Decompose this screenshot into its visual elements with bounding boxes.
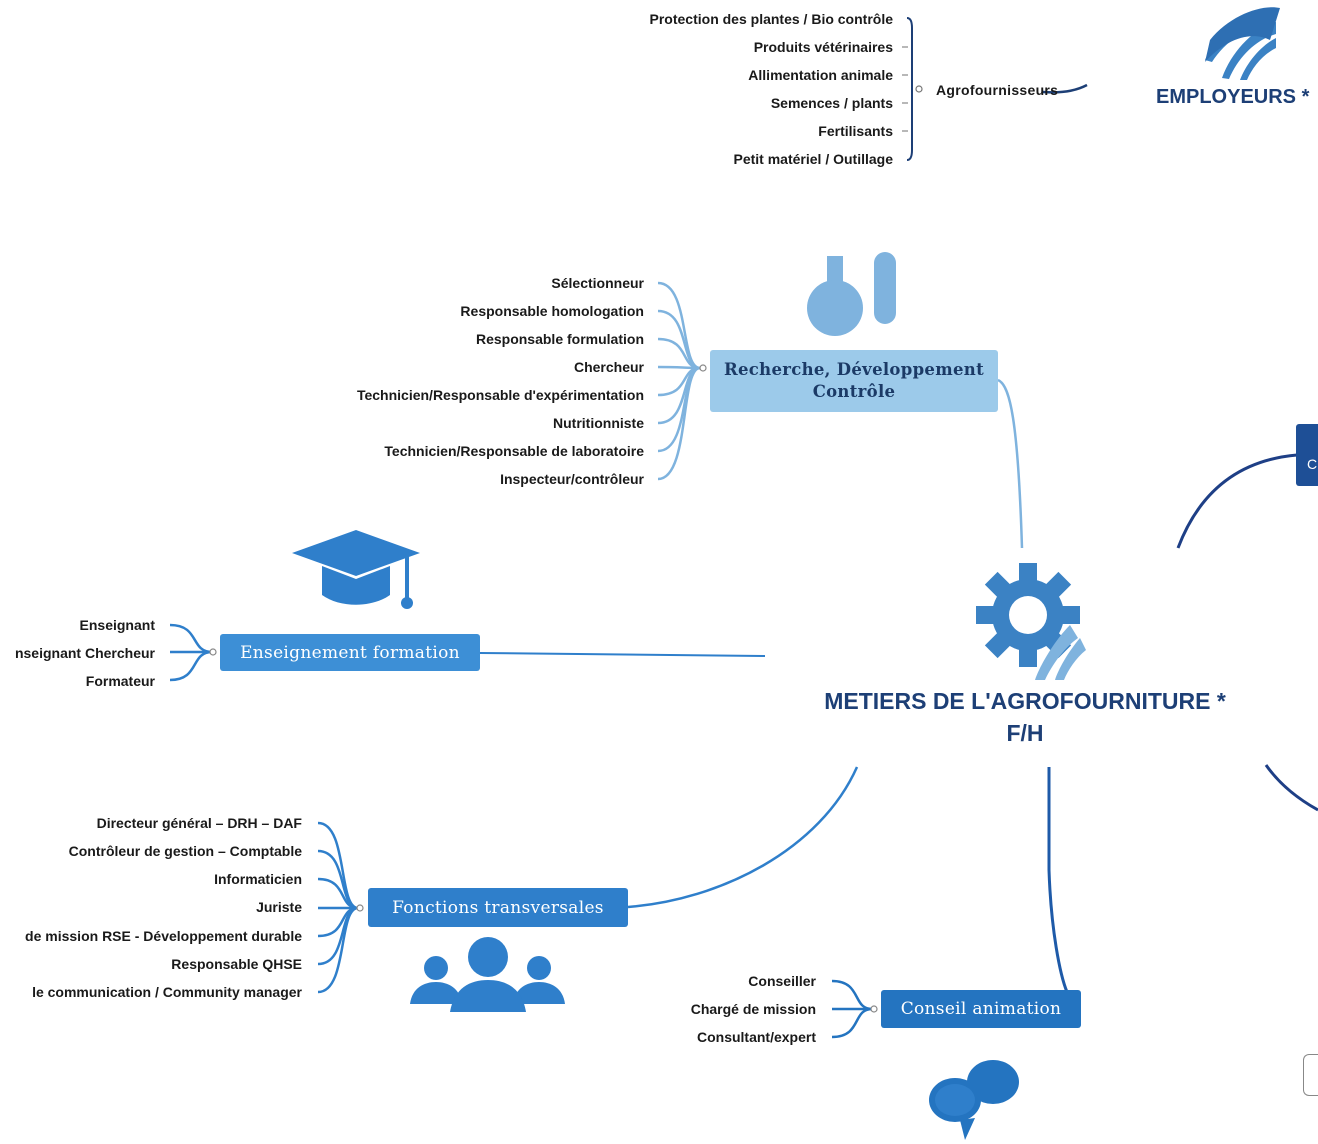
right-connectors (1176, 453, 1318, 812)
scroll-handle[interactable] (1303, 1054, 1318, 1096)
fonctions-item: de mission RSE - Développement durable (25, 928, 302, 944)
fonctions-connectors (317, 766, 859, 994)
fonctions-item: Informaticien (214, 871, 302, 887)
enseignement-item: nseignant Chercheur (14, 645, 155, 661)
central-title: METIERS DE L'AGROFOURNITURE * F/H (790, 685, 1260, 749)
recherche-item: Technicien/Responsable de laboratoire (384, 443, 644, 459)
recherche-item: Technicien/Responsable d'expérimentation (356, 387, 644, 403)
central-title-line1: METIERS DE L'AGROFOURNITURE * (824, 688, 1226, 714)
conseil-connectors (831, 767, 1069, 1039)
fonctions-item: Directeur général – DRH – DAF (96, 815, 302, 831)
enseignement-connectors (169, 623, 766, 682)
logo-icon (1205, 7, 1280, 80)
conseil-node[interactable]: Conseil animation (881, 990, 1081, 1028)
recherche-node[interactable]: Recherche, Développement Contrôle (710, 350, 998, 412)
team-icon (410, 937, 565, 1012)
agro-item: Petit matériel / Outillage (733, 151, 894, 167)
fonctions-item: Juriste (256, 899, 302, 915)
fonctions-item: le communication / Community manager (32, 984, 302, 1000)
recherche-item: Inspecteur/contrôleur (500, 471, 644, 487)
graduation-cap-icon (292, 530, 420, 609)
agro-item: Produits vétérinaires (753, 39, 893, 55)
recherche-connectors (657, 281, 1024, 549)
recherche-item: Nutritionniste (553, 415, 644, 431)
employeurs-label: EMPLOYEURS * (1156, 86, 1310, 108)
right-edge-node[interactable]: C (1296, 424, 1318, 486)
central-title-line2: F/H (1006, 720, 1044, 746)
enseignement-item: Formateur (85, 673, 155, 689)
chat-bubbles-icon (929, 1060, 1019, 1140)
agro-item: Fertilisants (818, 123, 893, 139)
agro-item: Protection des plantes / Bio contrôle (649, 11, 893, 27)
recherche-item: Responsable formulation (475, 331, 644, 347)
agrofournisseurs-node[interactable]: Agrofournisseurs (936, 82, 1059, 98)
right-edge-node-label: C (1307, 456, 1318, 472)
recherche-label-line2: Contrôle (812, 382, 896, 401)
conseil-item: Conseiller (748, 973, 816, 989)
fonctions-item: Responsable QHSE (171, 956, 302, 972)
recherche-item: Sélectionneur (551, 275, 644, 291)
recherche-item: Chercheur (573, 359, 644, 375)
conseil-item: Consultant/expert (696, 1029, 816, 1045)
recherche-label-line1: Recherche, Développement (724, 360, 984, 379)
lab-flask-icon (807, 252, 896, 336)
recherche-item: Responsable homologation (460, 303, 644, 319)
enseignement-item: Enseignant (79, 617, 155, 633)
agro-item: Allimentation animale (748, 67, 893, 83)
gear-icon (976, 563, 1086, 680)
conseil-item: Chargé de mission (690, 1001, 816, 1017)
agrofournisseurs-connectors (902, 17, 1088, 161)
fonctions-node[interactable]: Fonctions transversales (368, 888, 628, 927)
enseignement-node[interactable]: Enseignement formation (220, 634, 480, 671)
fonctions-item: Contrôleur de gestion – Comptable (68, 843, 302, 859)
agro-item: Semences / plants (770, 95, 893, 111)
